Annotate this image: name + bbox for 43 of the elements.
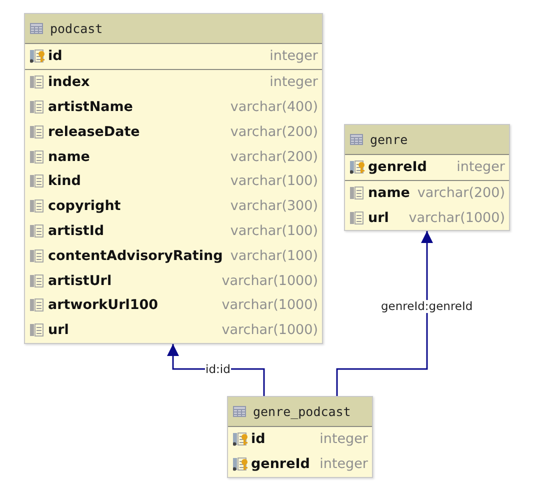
column-type: varchar(1000) <box>408 210 505 226</box>
column-type: varchar(100) <box>229 248 318 264</box>
column-name: name <box>48 148 90 165</box>
column-name: artistUrl <box>48 272 112 289</box>
table-name: genre_podcast <box>253 404 351 419</box>
column-type: varchar(1000) <box>220 272 318 289</box>
column-name: name <box>368 185 410 202</box>
column-type: integer <box>268 48 318 64</box>
column-name: url <box>368 210 389 226</box>
column-name: artworkUrl100 <box>48 297 158 314</box>
column-name: id <box>48 48 62 64</box>
column-name: kind <box>48 173 81 190</box>
column-type: varchar(200) <box>416 185 505 202</box>
column-name: artistName <box>48 98 133 115</box>
column-type: varchar(300) <box>229 198 318 214</box>
table-box <box>344 124 510 232</box>
column-name: contentAdvisoryRating <box>48 248 223 264</box>
column-type: varchar(1000) <box>220 297 318 314</box>
column-type: varchar(200) <box>229 148 318 165</box>
table-box <box>227 396 373 478</box>
column-type: integer <box>318 456 368 472</box>
column-name: genreId <box>368 159 427 176</box>
column-type: integer <box>456 159 505 176</box>
column-type: varchar(200) <box>229 124 318 140</box>
table-name: podcast <box>50 21 103 36</box>
edge-label: id:id <box>204 362 232 376</box>
column-name: genreId <box>251 456 310 472</box>
column-type: varchar(100) <box>229 173 318 190</box>
relationship-arrow <box>336 231 433 396</box>
column-name: releaseDate <box>48 124 140 140</box>
column-name: id <box>251 431 266 448</box>
column-name: copyright <box>48 198 121 214</box>
column-name: url <box>48 322 69 338</box>
edge-label: genreId:genreId <box>380 300 474 312</box>
column-type: integer <box>318 431 368 448</box>
column-name: artistId <box>48 222 104 239</box>
table-box <box>24 13 323 344</box>
column-type: integer <box>268 74 318 90</box>
column-name: index <box>48 74 90 90</box>
table-name: genre <box>370 132 408 147</box>
column-type: varchar(1000) <box>220 322 318 338</box>
column-type: varchar(100) <box>229 222 318 239</box>
column-type: varchar(400) <box>229 98 318 115</box>
